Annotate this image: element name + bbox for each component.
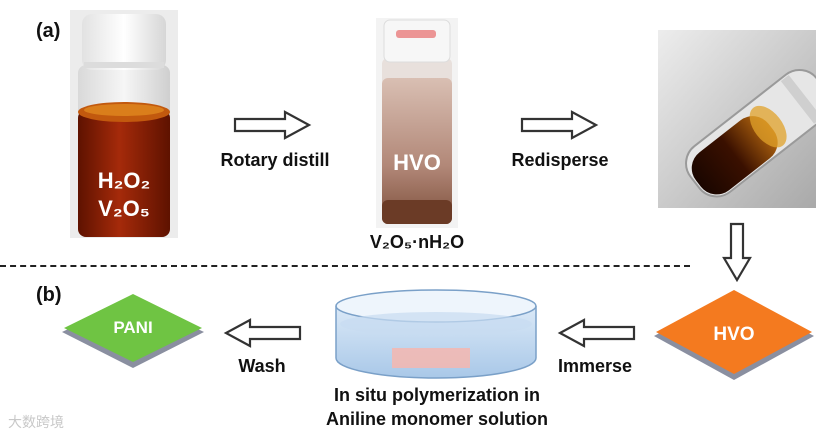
- hvo-tile-label: HVO: [702, 324, 766, 346]
- vial-photo-dispersion: [658, 30, 816, 208]
- step-label-rotary-distill: Rotary distill: [211, 150, 339, 171]
- outline-arrow-left-icon: [222, 318, 302, 348]
- section-divider: [0, 265, 690, 267]
- vial1-line1: H₂O₂: [70, 168, 178, 194]
- pani-tile-label: PANI: [100, 318, 166, 338]
- step-label-wash: Wash: [222, 356, 302, 377]
- step-label-immerse: Immerse: [545, 356, 645, 377]
- vial2-formula: V₂O₅·nH₂O: [356, 232, 478, 253]
- watermark-text: 大数跨境: [8, 412, 64, 432]
- petri-dish-solution: [330, 286, 542, 382]
- panel-label-a: (a): [36, 20, 60, 43]
- vial2-label: HVO: [376, 150, 458, 176]
- caption-line1: In situ polymerization in: [302, 384, 572, 406]
- vial1-line2: V₂O₅: [70, 196, 178, 222]
- step-label-redisperse: Redisperse: [500, 150, 620, 171]
- vial-photo-solution: H₂O₂ V₂O₅: [70, 10, 178, 238]
- caption-line2: Aniline monomer solution: [302, 408, 572, 430]
- vial-powder-drawing: [376, 18, 458, 228]
- vial-photo-hvo-powder: HVO: [376, 18, 458, 228]
- outline-arrow-right-icon: [233, 110, 313, 140]
- tilted-vial-drawing: [658, 30, 816, 208]
- outline-arrow-down-icon: [722, 222, 752, 282]
- outline-arrow-left-icon: [556, 318, 636, 348]
- outline-arrow-right-icon: [520, 110, 600, 140]
